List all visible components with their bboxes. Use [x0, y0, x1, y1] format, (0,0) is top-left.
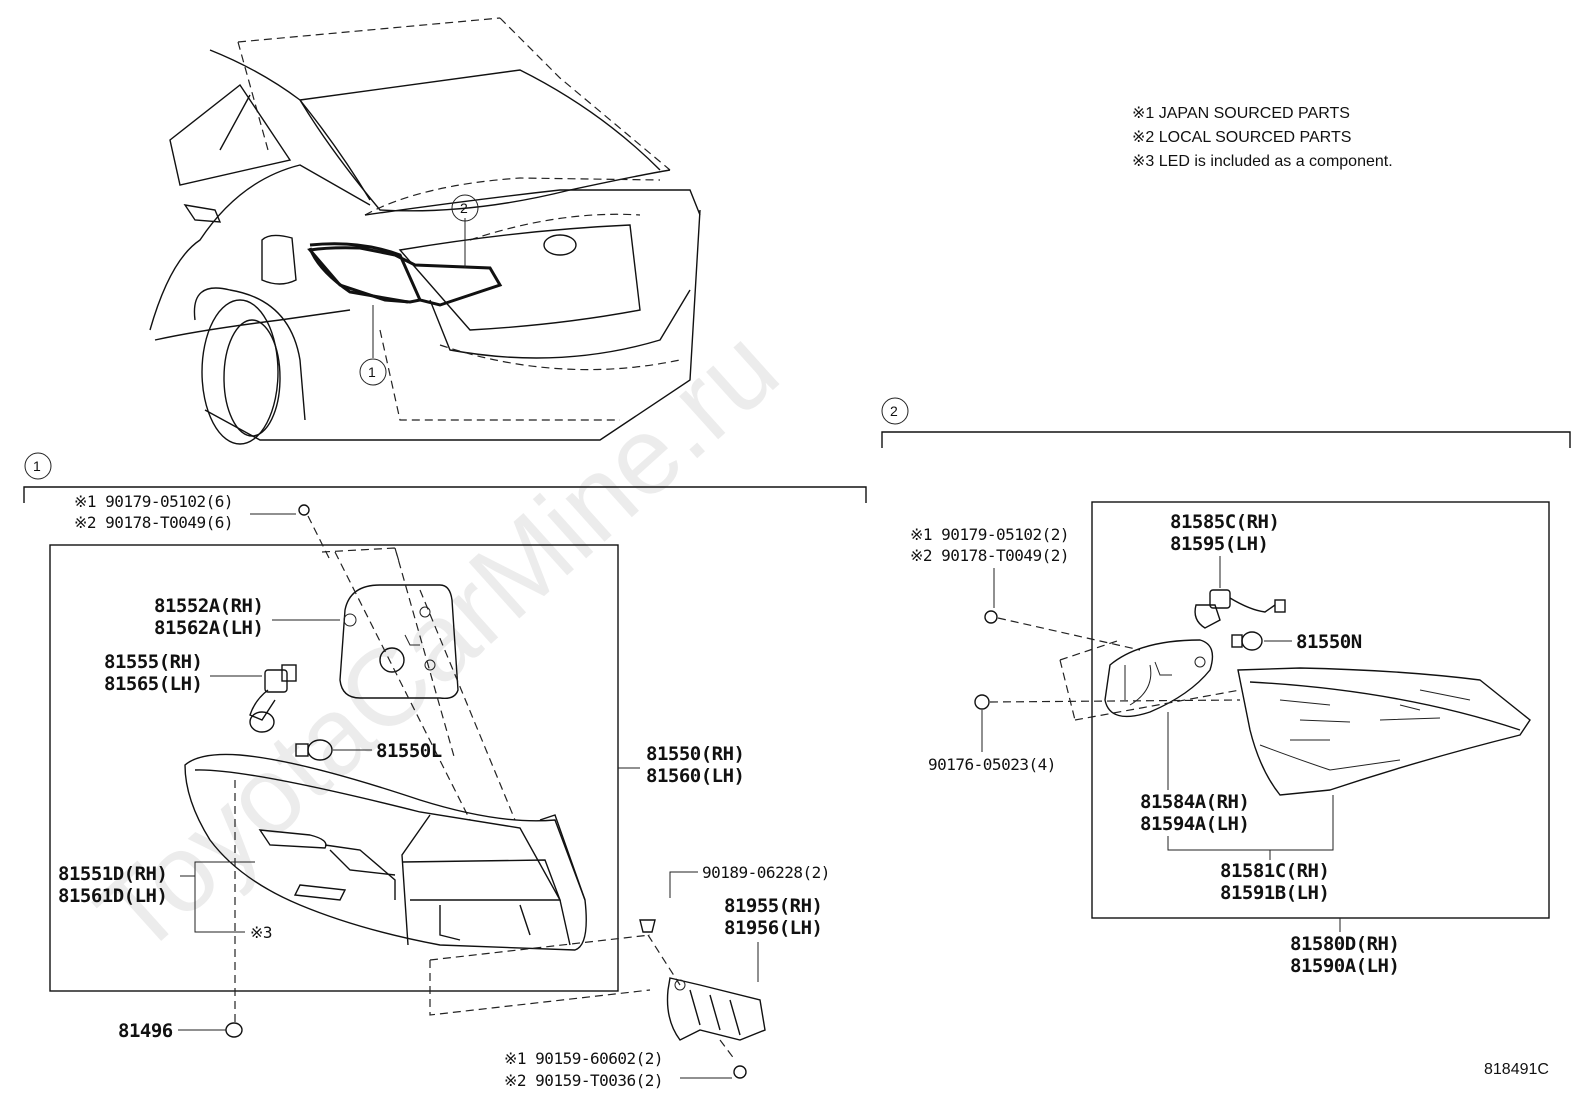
s1-lens-rh-label: 81551D(RH)	[58, 863, 167, 885]
s1-bracket-lh-label: 81956(LH)	[724, 917, 822, 939]
s1-socket-rh-label: 81555(RH)	[104, 651, 202, 673]
s1-bolt-japan-label: ※1 90179-05102(6)	[74, 492, 233, 511]
callout-1-car: 1	[359, 358, 387, 386]
callout-2-label: 2	[460, 200, 468, 216]
section-2-callout-circle	[881, 397, 909, 425]
note-led-component: ※3 LED is included as a component.	[1132, 153, 1393, 170]
s2-bulb-icon	[1231, 631, 1263, 651]
section-2: 2 ※1 90179-05102(2) ※2 90178-T0049(2) 81…	[881, 397, 1571, 977]
s2-gasket-plate	[1104, 639, 1214, 718]
note-local-sourced: ※2 LOCAL SOURCED PARTS	[1132, 129, 1351, 146]
s1-nut-icon	[733, 1065, 747, 1079]
s2-grommet-icon	[974, 694, 990, 710]
s1-bracket-icon	[666, 977, 766, 1041]
legend-notes: ※1 JAPAN SOURCED PARTS ※2 LOCAL SOURCED …	[1132, 105, 1393, 170]
section-2-callout-label: 2	[890, 403, 898, 419]
s1-bulb-icon	[295, 739, 333, 761]
s1-bulb-label: 81550L	[376, 740, 442, 762]
section-1-bracket	[23, 486, 867, 503]
s2-bolt-icon	[984, 610, 998, 624]
section-1-callout-circle	[24, 452, 52, 480]
s1-gasket-rh-label: 81552A(RH)	[154, 595, 263, 617]
s1-screw-icon	[639, 919, 656, 933]
callout-1-label: 1	[368, 364, 376, 380]
s2-bolt-local-label: ※2 90178-T0049(2)	[910, 546, 1069, 565]
s1-gasket-lh-label: 81562A(LH)	[154, 617, 263, 639]
s1-bracket-rh-label: 81955(RH)	[724, 895, 822, 917]
s1-lens-lh-label: 81561D(LH)	[58, 885, 167, 907]
section-2-bracket	[881, 431, 1571, 448]
car-rear-illustration	[149, 17, 701, 445]
section-1: 1 ※1 90179-05102(6) ※2 90178-T0049(6) 81…	[23, 452, 867, 1090]
s1-screw-label: 90189-06228(2)	[702, 863, 830, 882]
s2-lamp-rh-label: 81580D(RH)	[1290, 933, 1399, 955]
watermark: ToyotaCarMine.ru	[74, 306, 801, 978]
diagram-reference-id: 818491C	[1484, 1061, 1549, 1078]
s2-socket-lh-label: 81595(LH)	[1170, 533, 1268, 555]
s1-nut-japan-label: ※1 90159-60602(2)	[504, 1049, 663, 1068]
s2-socket-rh-label: 81585C(RH)	[1170, 511, 1279, 533]
s1-gasket-plate	[339, 584, 459, 700]
note-japan-sourced: ※1 JAPAN SOURCED PARTS	[1132, 105, 1350, 122]
s1-socket-icon	[249, 664, 297, 733]
s2-gasket-rh-label: 81584A(RH)	[1140, 791, 1249, 813]
s2-socket-icon	[1194, 589, 1286, 629]
s1-lamp-rh-label: 81550(RH)	[646, 743, 744, 765]
callout-2-car: 2	[451, 194, 479, 222]
s1-lamp-lh-label: 81560(LH)	[646, 765, 744, 787]
s1-nut-local-label: ※2 90159-T0036(2)	[504, 1071, 663, 1090]
s1-bolt-icon	[298, 504, 310, 516]
s1-clip-icon	[225, 1022, 243, 1038]
s2-lamp-lh-label: 81590A(LH)	[1290, 955, 1399, 977]
s2-gasket-lh-label: 81594A(LH)	[1140, 813, 1249, 835]
s1-led-note-label: ※3	[250, 923, 272, 942]
s1-clip-label: 81496	[118, 1020, 173, 1042]
s2-lens-housing	[1237, 667, 1531, 796]
s2-grommet-label: 90176-05023(4)	[928, 755, 1056, 774]
s2-bolt-japan-label: ※1 90179-05102(2)	[910, 525, 1069, 544]
s2-bulb-label: 81550N	[1296, 631, 1362, 653]
s1-tail-lamp-body	[184, 753, 587, 951]
section-2-assembly-box	[1091, 501, 1550, 919]
s1-bolt-local-label: ※2 90178-T0049(6)	[74, 513, 233, 532]
s2-lens-rh-label: 81581C(RH)	[1220, 860, 1329, 882]
section-1-callout-label: 1	[33, 458, 41, 474]
s2-lens-lh-label: 81591B(LH)	[1220, 882, 1329, 904]
s1-socket-lh-label: 81565(LH)	[104, 673, 202, 695]
